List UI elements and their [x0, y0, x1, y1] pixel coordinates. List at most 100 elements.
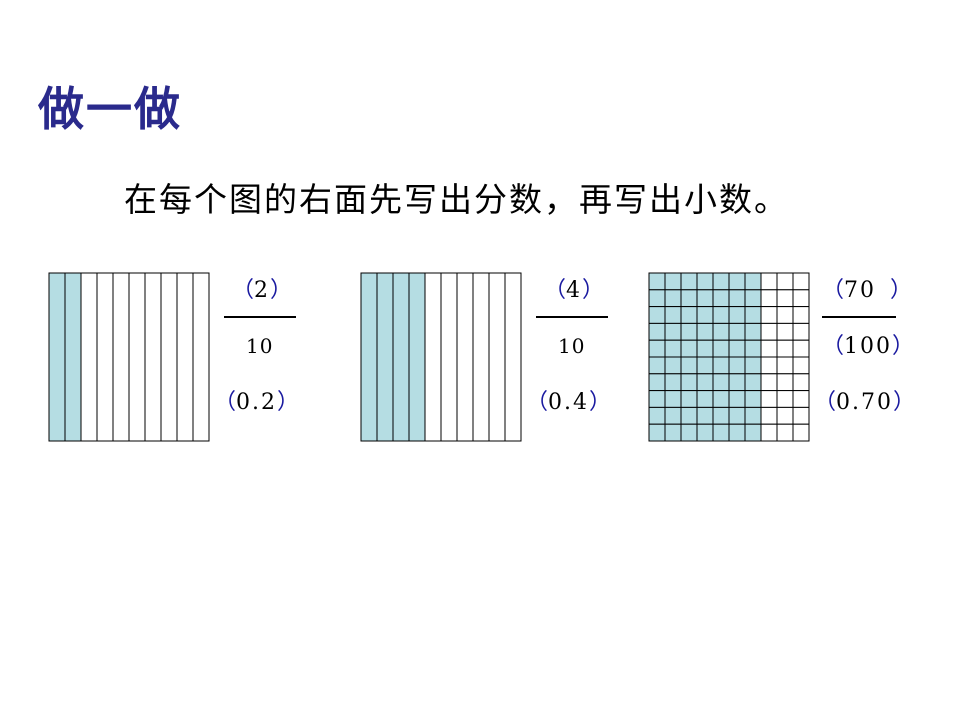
unshaded-cell [792, 390, 810, 408]
unshaded-strip [176, 272, 194, 442]
open-paren: （ [526, 390, 549, 415]
shaded-cell [744, 390, 762, 408]
shaded-cell [744, 306, 762, 324]
unshaded-cell [776, 322, 794, 341]
shaded-strip [392, 272, 410, 442]
unshaded-strip [488, 272, 506, 442]
shaded-cell [744, 356, 762, 375]
unshaded-cell [792, 306, 810, 324]
unshaded-cell [776, 339, 794, 358]
unshaded-cell [776, 356, 794, 375]
numerator-value: 4 [566, 278, 583, 303]
unshaded-cell [792, 339, 810, 358]
unshaded-strip [456, 272, 474, 442]
shaded-cell [728, 272, 746, 291]
shaded-cell [648, 339, 666, 358]
shaded-cell [664, 390, 682, 408]
unshaded-cell [792, 289, 810, 308]
shaded-cell [664, 356, 682, 375]
unshaded-strip [112, 272, 130, 442]
open-paren: （ [544, 278, 567, 303]
shaded-cell [664, 289, 682, 308]
unshaded-cell [776, 373, 794, 392]
unshaded-cell [792, 272, 810, 291]
close-paren: ） [589, 390, 612, 415]
unshaded-cell [792, 373, 810, 392]
unshaded-strip [128, 272, 146, 442]
denominator-value: 100 [844, 334, 893, 359]
decimal-value: 0.2 [236, 390, 278, 415]
shaded-cell [680, 356, 698, 375]
close-paren: ） [892, 334, 915, 359]
shaded-cell [728, 390, 746, 408]
shaded-cell [712, 306, 730, 324]
shaded-cell [696, 306, 714, 324]
shaded-cell [680, 373, 698, 392]
unshaded-cell [760, 289, 778, 308]
denominator-2: 10 [558, 334, 586, 358]
numerator-answer-3: （70 ） [822, 280, 912, 302]
shaded-cell [712, 272, 730, 291]
shaded-cell [680, 406, 698, 425]
close-paren: ） [876, 278, 913, 303]
shaded-cell [664, 339, 682, 358]
shaded-cell [712, 406, 730, 425]
numerator-answer-1: （2） [232, 280, 292, 302]
figure-tenths-strips-2 [360, 272, 522, 442]
shaded-cell [648, 390, 666, 408]
shaded-cell [680, 272, 698, 291]
shaded-cell [728, 289, 746, 308]
unshaded-cell [760, 406, 778, 425]
fraction-bar-3 [822, 316, 896, 318]
unshaded-strip [440, 272, 458, 442]
denominator-1: 10 [246, 334, 274, 358]
unshaded-strip [504, 272, 522, 442]
unshaded-cell [760, 373, 778, 392]
shaded-cell [680, 339, 698, 358]
unshaded-cell [760, 390, 778, 408]
unshaded-strip [96, 272, 114, 442]
unshaded-cell [760, 322, 778, 341]
unshaded-strip [144, 272, 162, 442]
open-paren: （ [822, 278, 845, 303]
unshaded-cell [776, 423, 794, 442]
decimal-answer-3: （0.70） [814, 392, 915, 414]
shaded-cell [680, 423, 698, 442]
figure-tenths-strips-1 [48, 272, 210, 442]
unshaded-strip [192, 272, 210, 442]
decimal-value: 0.4 [548, 390, 590, 415]
shaded-cell [664, 423, 682, 442]
shaded-cell [728, 306, 746, 324]
unshaded-cell [792, 423, 810, 442]
unshaded-cell [760, 356, 778, 375]
close-paren: ） [270, 278, 293, 303]
numerator-answer-2: （4） [544, 280, 604, 302]
shaded-cell [712, 390, 730, 408]
shaded-cell [648, 373, 666, 392]
unshaded-cell [760, 339, 778, 358]
unshaded-cell [776, 306, 794, 324]
shaded-cell [648, 272, 666, 291]
decimal-answer-2: （0.4） [526, 392, 611, 414]
close-paren: ） [582, 278, 605, 303]
unshaded-cell [776, 272, 794, 291]
shaded-cell [696, 390, 714, 408]
unshaded-cell [792, 322, 810, 341]
fraction-bar-1 [224, 316, 296, 318]
unshaded-cell [776, 289, 794, 308]
shaded-cell [696, 406, 714, 425]
shaded-cell [664, 306, 682, 324]
shaded-cell [744, 406, 762, 425]
page-title: 做一做 [38, 82, 182, 136]
numerator-value: 2 [254, 278, 271, 303]
unshaded-strip [160, 272, 178, 442]
unshaded-cell [760, 272, 778, 291]
shaded-cell [712, 339, 730, 358]
shaded-cell [664, 373, 682, 392]
shaded-cell [696, 373, 714, 392]
shaded-cell [744, 289, 762, 308]
shaded-cell [728, 339, 746, 358]
instruction-text: 在每个图的右面先写出分数，再写出小数。 [124, 180, 789, 219]
decimal-value: 0.70 [836, 390, 893, 415]
open-paren: （ [814, 390, 837, 415]
